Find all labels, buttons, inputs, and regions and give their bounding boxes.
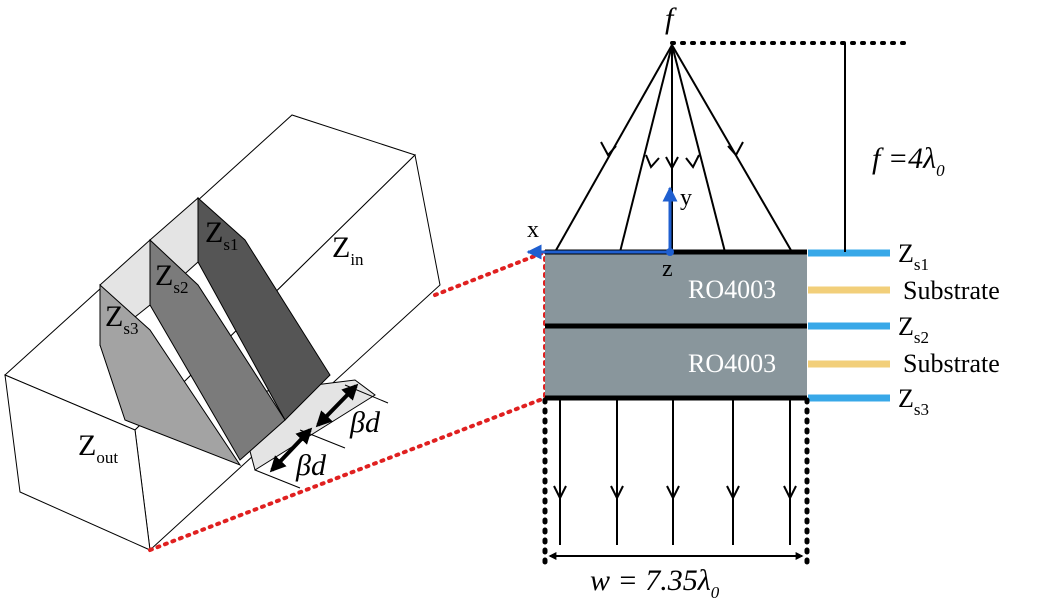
label-z-s2: Zs2 — [155, 259, 188, 297]
spacing-arrow-2 — [315, 383, 359, 428]
focus-rays — [554, 44, 793, 253]
legend-label-substrate-2: Substrate — [903, 349, 1000, 378]
spacing-guide-1 — [254, 469, 301, 489]
substrate-layer-2 — [545, 326, 807, 398]
focus-label: f — [665, 2, 677, 35]
substrate-layer-1 — [545, 252, 807, 326]
label-z-out: Zout — [78, 429, 118, 467]
sheet-zs1 — [197, 196, 331, 421]
sheet-zs3 — [99, 283, 242, 467]
legend-label-zs3: Zs3 — [898, 384, 929, 419]
cross-section: RO4003 RO4003 Zs1 Substrate Zs2 Substrat… — [526, 2, 1000, 600]
sheet-zs2 — [149, 238, 286, 461]
label-spacing-2: βd — [349, 406, 381, 439]
legend-label-substrate-1: Substrate — [903, 276, 1000, 305]
spacing-arrow-1 — [269, 427, 313, 473]
legend-label-zs1: Zs1 — [898, 239, 929, 274]
material-label-2: RO4003 — [688, 349, 776, 378]
output-rays — [553, 400, 797, 545]
focal-length-label: f =4λ0 — [872, 142, 945, 180]
label-spacing-1: βd — [295, 449, 327, 482]
label-z-in: Zin — [332, 231, 364, 269]
legend-label-zs2: Zs2 — [898, 312, 929, 347]
axis-x-label: x — [527, 217, 539, 243]
material-label-1: RO4003 — [688, 275, 776, 304]
width-label: w = 7.35λ0 — [590, 564, 720, 600]
axis-y-label: y — [680, 185, 692, 211]
unit-cell-3d: Zin Zout Zs1 Zs2 Zs3 βd βd — [4, 114, 441, 552]
label-z-s3: Zs3 — [105, 300, 138, 338]
label-z-s1: Zs1 — [205, 216, 238, 254]
axis-z-label: z — [662, 256, 673, 282]
axis-z-dot — [666, 248, 674, 256]
